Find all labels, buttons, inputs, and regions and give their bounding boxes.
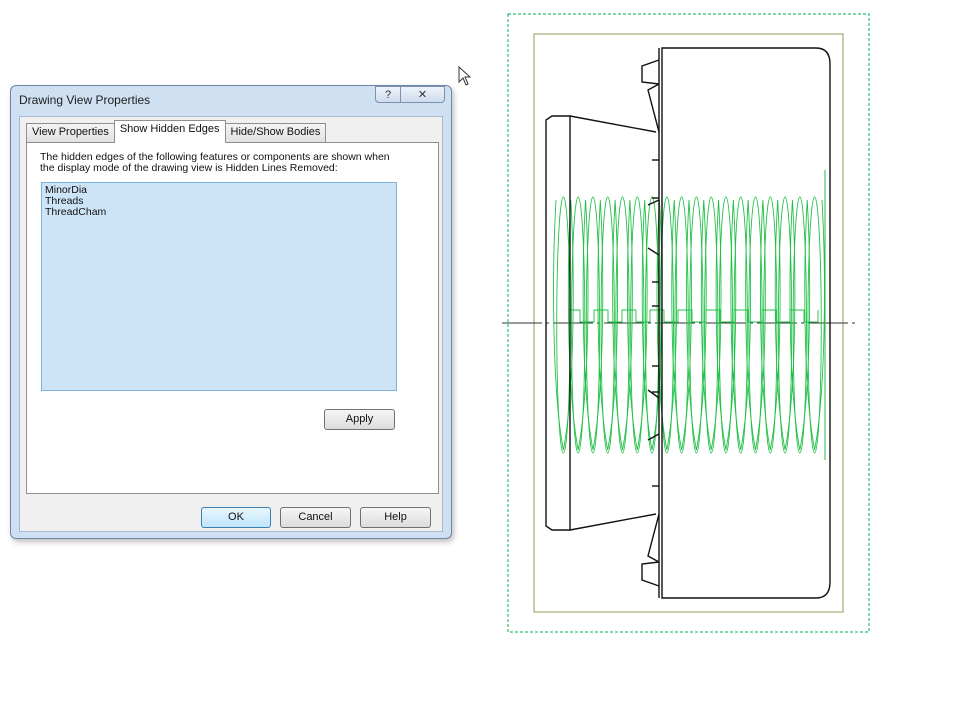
list-item[interactable]: Threads <box>45 195 84 207</box>
apply-button[interactable]: Apply <box>324 409 395 430</box>
view-boundary[interactable] <box>507 13 870 633</box>
nut-outline <box>641 47 831 599</box>
tab-hide-show-bodies[interactable]: Hide/Show Bodies <box>224 123 327 143</box>
hidden-edges-listbox[interactable]: MinorDia Threads ThreadCham <box>41 182 397 391</box>
description-text: The hidden edges of the following featur… <box>40 151 390 174</box>
tab-show-hidden-edges[interactable]: Show Hidden Edges <box>113 120 226 143</box>
close-icon[interactable]: ✕ <box>401 86 445 103</box>
dialog-client-area: View Properties Show Hidden Edges Hide/S… <box>19 116 443 532</box>
dialog-title: Drawing View Properties <box>19 93 151 107</box>
list-item[interactable]: ThreadCham <box>45 206 107 218</box>
washer-outline <box>545 115 657 531</box>
help-icon[interactable]: ? <box>375 86 401 103</box>
ok-button[interactable]: OK <box>201 507 271 528</box>
drawing-view-canvas[interactable] <box>500 10 870 640</box>
tab-strip: View Properties Show Hidden Edges Hide/S… <box>26 120 327 143</box>
mouse-cursor-icon <box>458 66 472 86</box>
thread-edges <box>553 196 825 454</box>
cancel-button[interactable]: Cancel <box>280 507 351 528</box>
caption-buttons: ? ✕ <box>375 86 445 104</box>
help-button[interactable]: Help <box>360 507 431 528</box>
tab-panel: The hidden edges of the following featur… <box>26 142 439 494</box>
tab-view-properties[interactable]: View Properties <box>26 123 115 143</box>
drawing-view-properties-dialog: Drawing View Properties ? ✕ View Propert… <box>10 85 452 539</box>
list-item[interactable]: MinorDia <box>45 184 88 196</box>
